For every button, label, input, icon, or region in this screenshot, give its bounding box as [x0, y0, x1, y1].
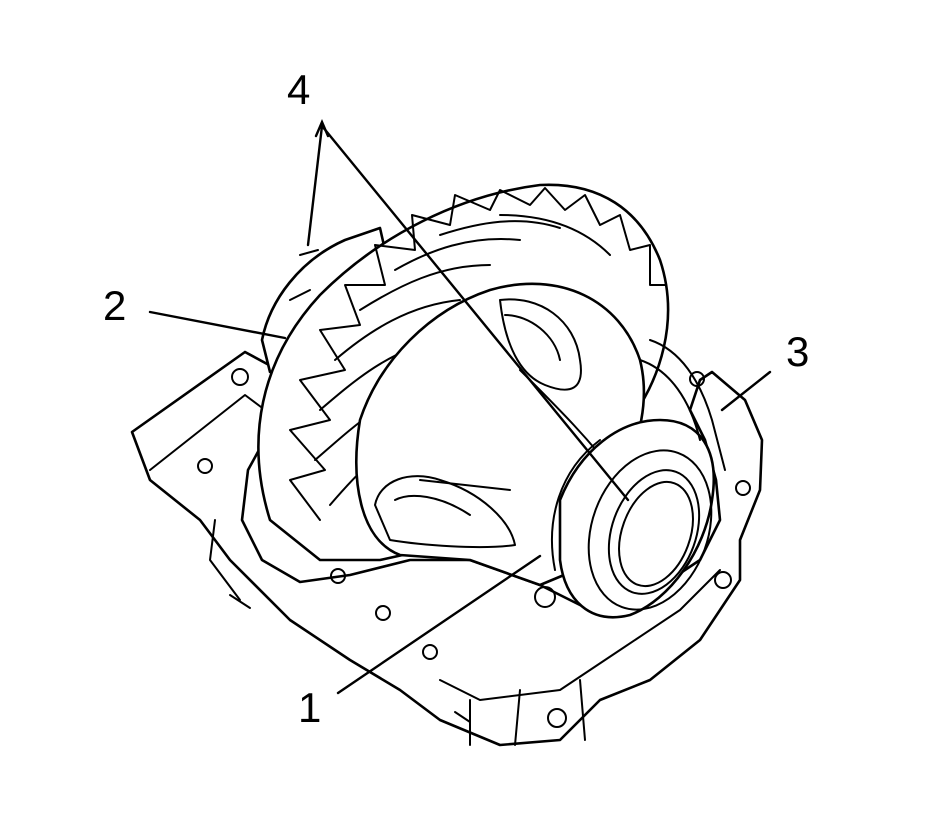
right-bearing-cap: [639, 339, 726, 471]
callout-2: 2: [103, 282, 126, 329]
leader-lines: [148, 118, 772, 695]
callout-4: 4: [287, 66, 310, 113]
leader-4b: [320, 124, 630, 502]
callout-1: 1: [298, 684, 321, 731]
leader-3: [720, 370, 772, 412]
callout-3: 3: [786, 328, 809, 375]
carrier-housing: [130, 350, 764, 747]
leader-4a: [306, 124, 324, 247]
leader-1: [336, 554, 542, 695]
leader-2: [148, 310, 287, 340]
